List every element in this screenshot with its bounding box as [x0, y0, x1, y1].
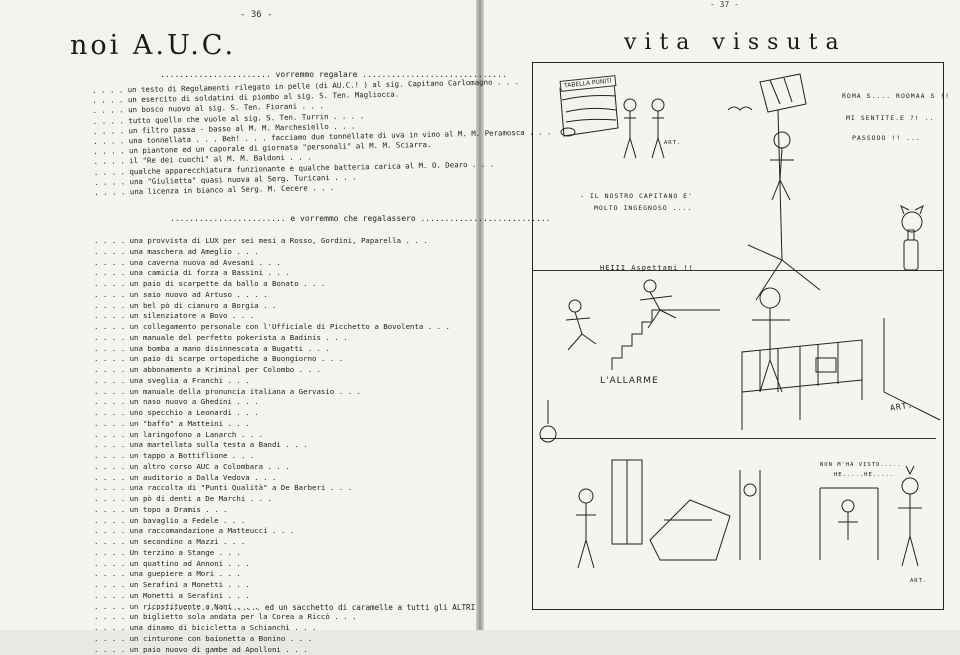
list-item: . . . . un cinturone con baionetta a Bon… — [94, 634, 450, 645]
book-spread: - 36 - noi A.U.C. ......................… — [0, 0, 960, 630]
signature-panel1: ART. — [664, 140, 681, 146]
speech-roma: ROMA S.... ROOMAA S !! — [842, 92, 950, 100]
speech-mi-sentite: MI SENTITE.E ?! .. — [846, 114, 934, 122]
list-item: . . . . un paio nuovo di gambe ad Apollo… — [94, 645, 450, 655]
speech-aspettami: HEIII Aspettami !! — [600, 264, 694, 272]
caption-allarme: L'ALLARME — [600, 376, 659, 386]
cartoon-panel1-drawing — [0, 0, 960, 630]
caption-capitano-1: - IL NOSTRO CAPITANO E' — [580, 192, 693, 200]
caption-capitano-2: MOLTO INGEGNOSO .... — [594, 204, 692, 212]
speech-non-mha-visto: NON M'HA VISTO..... — [820, 462, 902, 468]
signature-panel3: ART. — [910, 578, 927, 584]
speech-passooo: PASSOOO !! ... — [852, 134, 921, 142]
speech-he-he: HE.....HE..... — [834, 472, 894, 478]
